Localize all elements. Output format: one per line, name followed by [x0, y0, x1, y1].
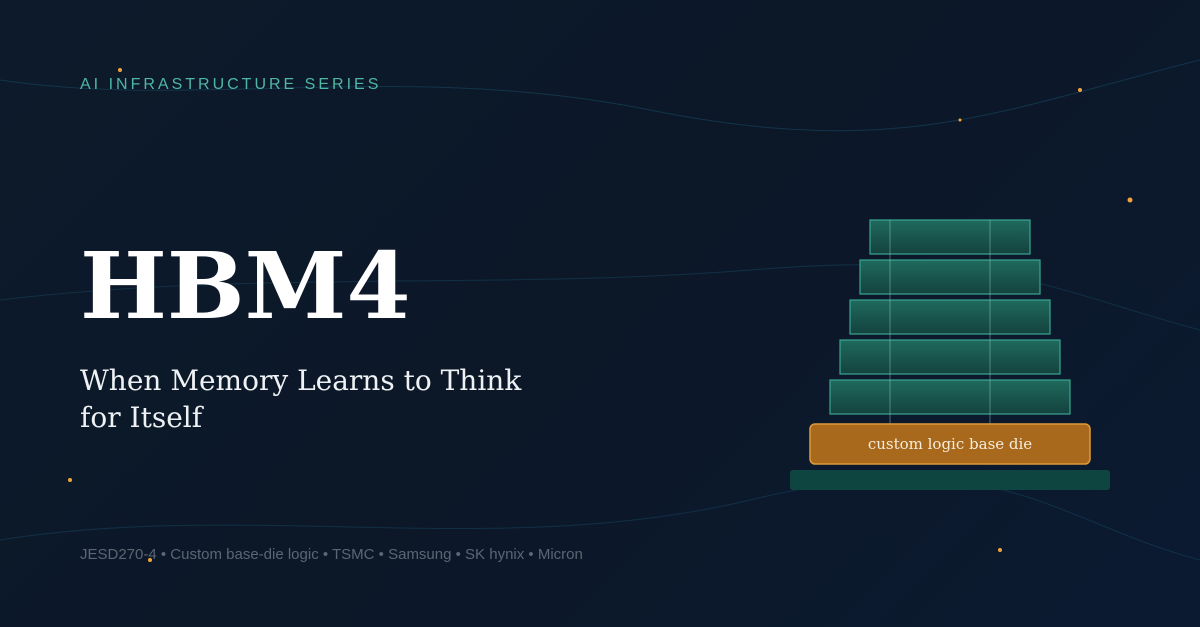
dram-layer [869, 219, 1031, 255]
accent-dot [1127, 197, 1133, 203]
hbm-stack-illustration: custom logic base die [790, 219, 1110, 490]
accent-dot [118, 68, 122, 72]
base-die-label: custom logic base die [868, 435, 1032, 453]
wave-line-top [0, 59, 1200, 132]
footer-tags: JESD270-4 • Custom base-die logic • TSMC… [80, 546, 583, 563]
base-die [809, 423, 1091, 465]
wave-line-middle [0, 264, 1200, 331]
dram-layer [829, 379, 1071, 415]
wave-line-bottom [0, 477, 1200, 561]
series-label: AI INFRASTRUCTURE SERIES [80, 76, 382, 93]
accent-dot [148, 558, 152, 562]
page-title: HBM4 [80, 232, 411, 340]
page-subtitle: When Memory Learns to Think for Itself [80, 364, 522, 434]
accent-dots [68, 68, 1133, 562]
dram-layer [839, 339, 1061, 375]
accent-dot [68, 478, 72, 482]
dram-layer [849, 299, 1051, 335]
accent-dot [1078, 88, 1082, 92]
accent-dot [998, 548, 1002, 552]
dram-layer [859, 259, 1041, 295]
substrate [790, 470, 1110, 490]
accent-dot [958, 118, 962, 122]
